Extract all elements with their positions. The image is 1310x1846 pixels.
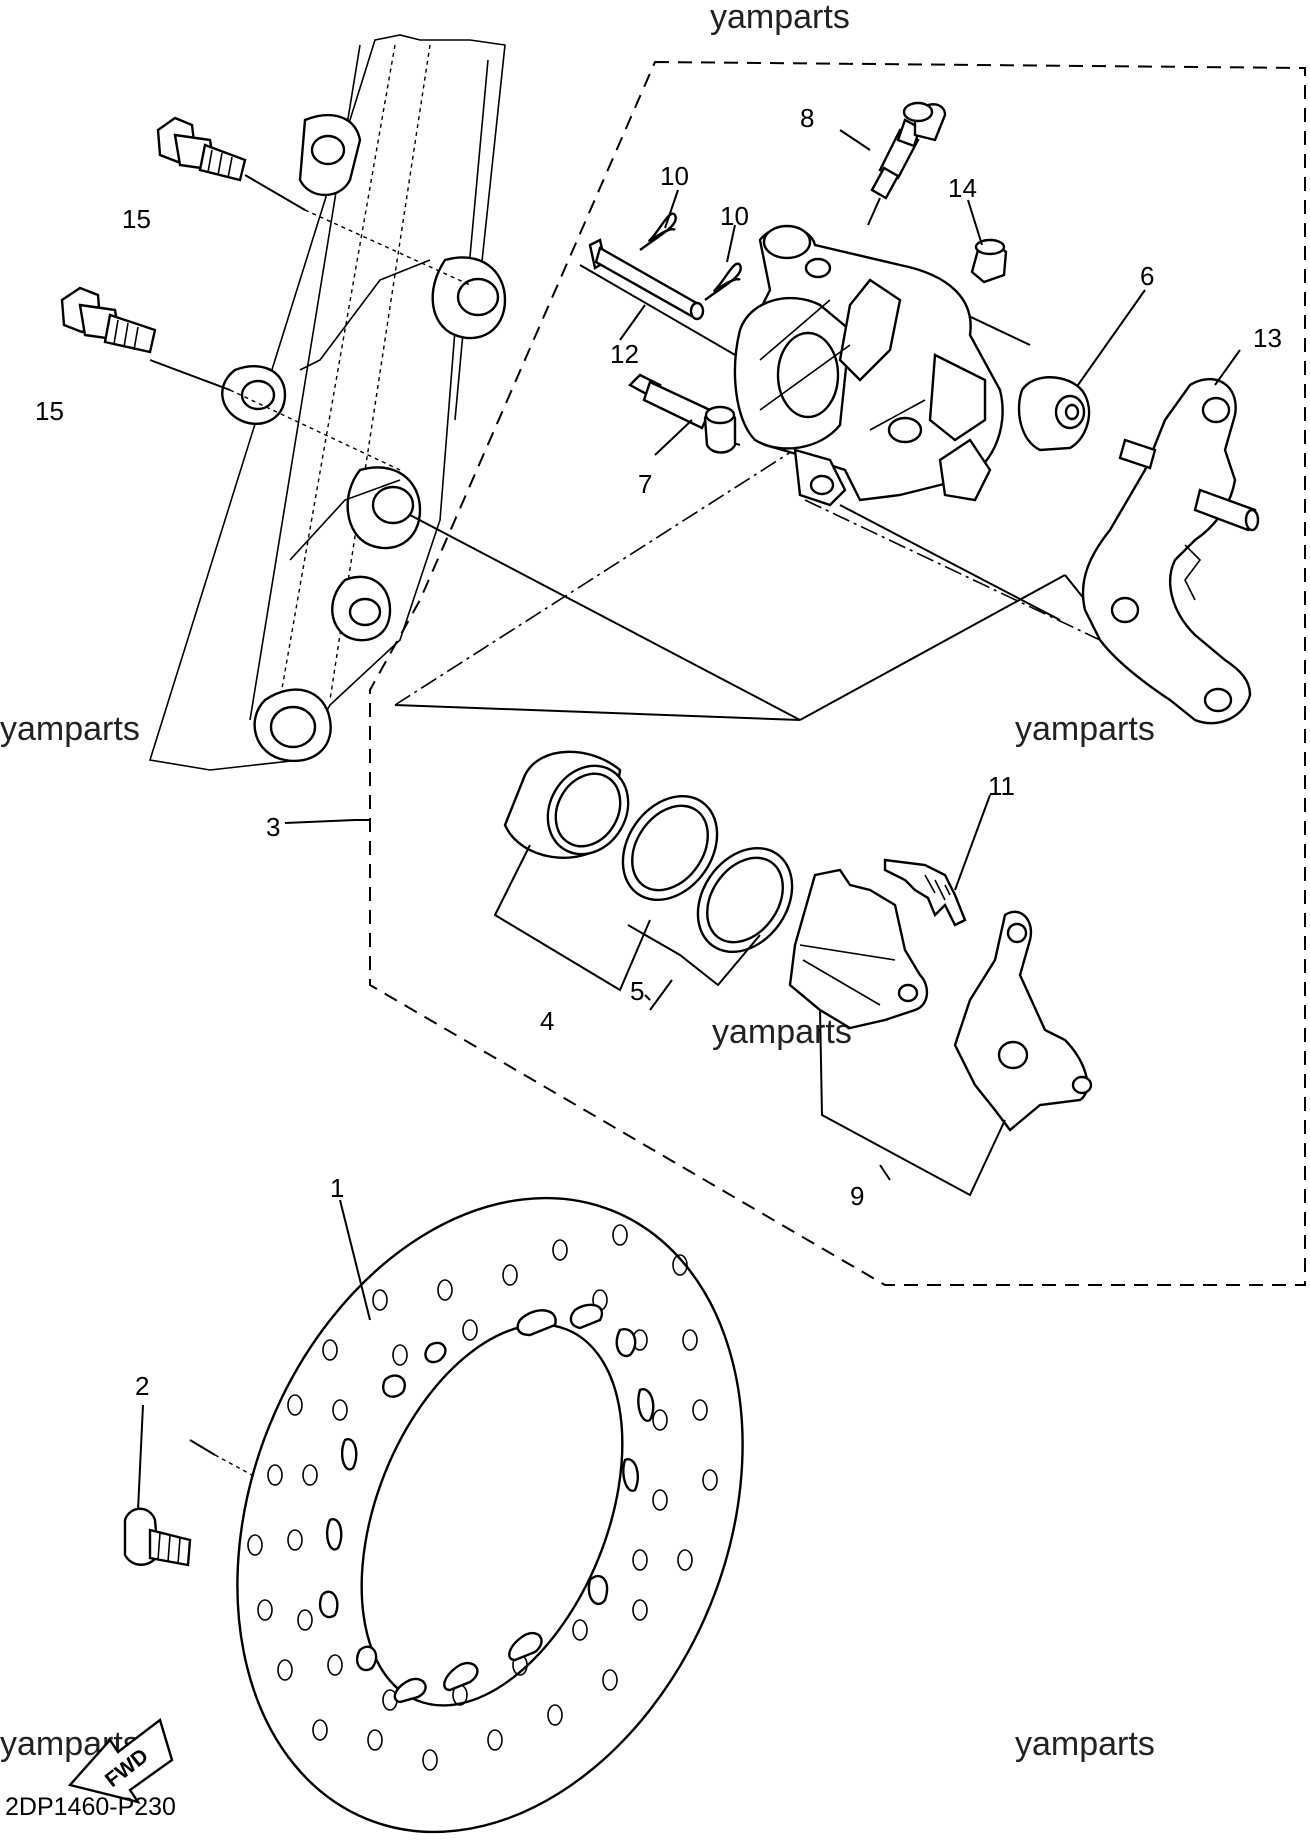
pad-spring-11 (883, 858, 967, 927)
pin-12 (588, 238, 705, 321)
callout-4: 4 (540, 1006, 554, 1036)
callout-8: 8 (800, 103, 814, 133)
callout-15-a: 15 (122, 204, 151, 234)
watermark-top: yamparts (710, 0, 850, 36)
callout-10-a: 10 (660, 161, 689, 191)
watermark-center: yamparts (712, 1013, 852, 1051)
drawing-code: 2DP1460-P230 (5, 1793, 176, 1821)
bolt-15-upper (156, 116, 247, 182)
brake-disc-1 (236, 1196, 744, 1834)
bracket-13 (1081, 377, 1260, 725)
fork-leg (148, 34, 507, 771)
callout-10-b: 10 (720, 201, 749, 231)
callout-5: 5 (630, 976, 644, 1006)
brake-pad-9-a (788, 868, 929, 1030)
callout-2: 2 (135, 1371, 149, 1401)
callout-14: 14 (948, 173, 977, 203)
cap-14 (970, 238, 1008, 284)
callout-1: 1 (330, 1173, 344, 1203)
piston-4 (503, 750, 630, 859)
callout-leaders (137, 129, 1241, 1511)
seal-5-a (621, 794, 719, 902)
watermark-bottom-right: yamparts (1015, 1725, 1155, 1763)
callout-6: 6 (1140, 261, 1154, 291)
clip-10-a (639, 212, 677, 251)
callout-3: 3 (266, 812, 280, 842)
callout-13: 13 (1253, 323, 1282, 353)
callout-15-b: 15 (35, 396, 64, 426)
boot-6 (1017, 376, 1091, 452)
callout-12: 12 (610, 339, 639, 369)
callout-11: 11 (988, 771, 1015, 801)
caliper-body (733, 224, 1004, 507)
callout-9: 9 (850, 1181, 864, 1211)
callout-7: 7 (638, 469, 652, 499)
watermark-right: yamparts (1015, 710, 1155, 748)
seal-5-b (696, 846, 794, 954)
assembly-boundary (369, 60, 1306, 1286)
bleed-screw-8 (867, 101, 947, 226)
slide-pin-7 (628, 373, 737, 454)
brake-pad-9-b (953, 910, 1093, 1132)
bolt-15-lower (60, 286, 157, 354)
watermark-left: yamparts (0, 710, 140, 748)
disc-bolt-2 (123, 1507, 192, 1567)
clip-10-b (704, 262, 742, 301)
